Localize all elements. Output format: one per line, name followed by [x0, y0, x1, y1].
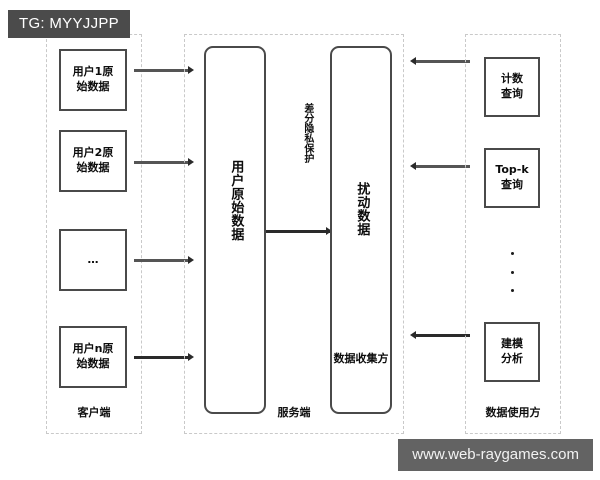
zone-data-consumer-label: 数据使用方 — [485, 406, 541, 419]
arrow-left-icon — [410, 57, 416, 65]
zone-server-label: 服务端 — [277, 406, 311, 419]
node-label: 建模分析 — [501, 337, 523, 365]
connector-server-to-count-query — [414, 60, 470, 63]
pillar-data-collector-label: 数据收集方 — [333, 352, 389, 365]
arrow-right-icon — [188, 353, 194, 361]
arrow-left-icon — [410, 162, 416, 170]
zone-client-label: 客户端 — [77, 406, 111, 419]
node-label: … — [87, 252, 99, 266]
zone-server — [184, 34, 404, 434]
arrow-right-icon — [326, 227, 332, 235]
pillar-perturbed-data[interactable] — [330, 46, 392, 414]
connector-clientn-to-server — [134, 356, 190, 359]
watermark: www.web-raygames.com — [398, 439, 593, 471]
connector-raw-to-noise — [266, 230, 330, 233]
connector-clientdots-to-server — [134, 259, 190, 262]
pillar-user-raw-data-label: 用户原始数据 — [228, 160, 244, 241]
tag-badge: TG: MYYJJPP — [8, 10, 130, 38]
zone-data-consumer — [465, 34, 561, 434]
pillar-perturbed-data-label: 扰动数据 — [354, 182, 370, 236]
node-label: 计数查询 — [501, 72, 523, 100]
node-label: 用户n原始数据 — [72, 342, 114, 370]
connector-server-to-modeling — [414, 334, 470, 337]
node-label: 用户2原始数据 — [72, 146, 114, 174]
caption-differential-privacy: 差分隐私保护 — [301, 103, 313, 163]
arrow-left-icon — [410, 331, 416, 339]
vertical-ellipsis-icon — [509, 252, 515, 292]
node-count-query[interactable]: 计数查询 — [484, 57, 540, 117]
node-client-user1[interactable]: 用户1原始数据 — [59, 49, 127, 111]
node-modeling-analysis[interactable]: 建模分析 — [484, 322, 540, 382]
connector-client2-to-server — [134, 161, 190, 164]
node-client-user2[interactable]: 用户2原始数据 — [59, 130, 127, 192]
connector-client1-to-server — [134, 69, 190, 72]
arrow-right-icon — [188, 158, 194, 166]
node-client-ellipsis: … — [59, 229, 127, 291]
node-label: 用户1原始数据 — [72, 65, 114, 93]
connector-server-to-topk-query — [414, 165, 470, 168]
node-client-usern[interactable]: 用户n原始数据 — [59, 326, 127, 388]
arrow-right-icon — [188, 256, 194, 264]
arrow-right-icon — [188, 66, 194, 74]
pillar-user-raw-data[interactable] — [204, 46, 266, 414]
